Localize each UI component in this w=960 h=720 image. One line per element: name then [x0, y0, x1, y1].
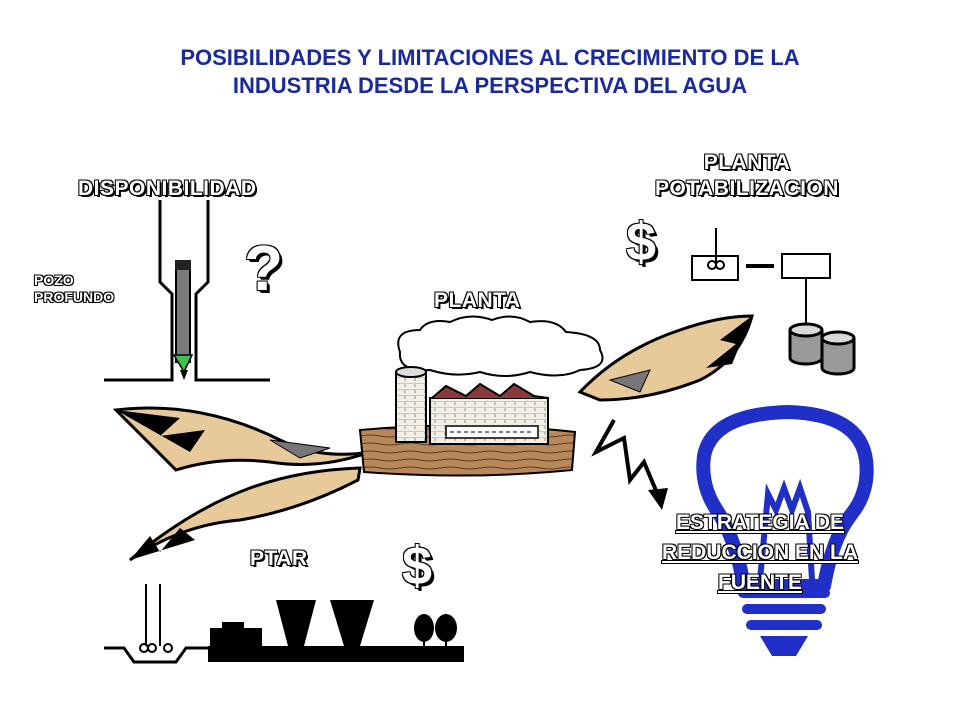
well-pipe-icon [172, 260, 194, 380]
ptar-label: PTAR [250, 547, 308, 570]
well-label-line-1: POZO [34, 272, 74, 288]
trees-icon [414, 614, 457, 648]
well-label-line-2: PROFUNDO [34, 289, 115, 305]
well-label: POZO PROFUNDO [34, 272, 114, 306]
estrategia-label: ESTRATEGIA DE REDUCCION EN LA FUENTE [620, 508, 900, 598]
arrow-from-well-icon [112, 406, 371, 472]
disponibilidad-label: DISPONIBILIDAD [78, 177, 257, 200]
arrow-to-ptar-icon [129, 466, 362, 562]
potabilization-plant-drawing [691, 228, 831, 330]
factory-smoke-icon [397, 315, 604, 377]
water-tanks-icon [788, 322, 856, 376]
ptar-drawing [104, 584, 464, 664]
arrow-to-potabilization-icon [577, 314, 754, 402]
ptar-cost: $ [402, 536, 433, 596]
potabilization-plant-label: PLANTA POTABILIZACION [632, 150, 862, 202]
well-drawing [104, 200, 270, 382]
planta-label: PLANTA [434, 289, 521, 312]
potabilization-label-line-1: PLANTA [703, 151, 791, 174]
diagram-title: POSIBILIDADES Y LIMITACIONES AL CRECIMIE… [60, 44, 920, 100]
estrategia-line-3: FUENTE [718, 571, 802, 594]
diagram-title-line-1: POSIBILIDADES Y LIMITACIONES AL CRECIMIE… [180, 45, 800, 70]
light-bulb-icon [696, 405, 874, 656]
potabilization-label-line-2: POTABILIZACION [655, 177, 839, 200]
potabilization-cost: $ [626, 212, 657, 272]
estrategia-line-1: ESTRATEGIA DE [675, 511, 844, 534]
diagram-title-line-2: INDUSTRIA DESDE LA PERSPECTIVA DEL AGUA [232, 73, 748, 98]
question-mark: ? [244, 232, 284, 304]
factory-icon [358, 366, 577, 477]
lightning-arrow-icon [591, 419, 668, 510]
estrategia-line-2: REDUCCION EN LA [661, 541, 858, 564]
